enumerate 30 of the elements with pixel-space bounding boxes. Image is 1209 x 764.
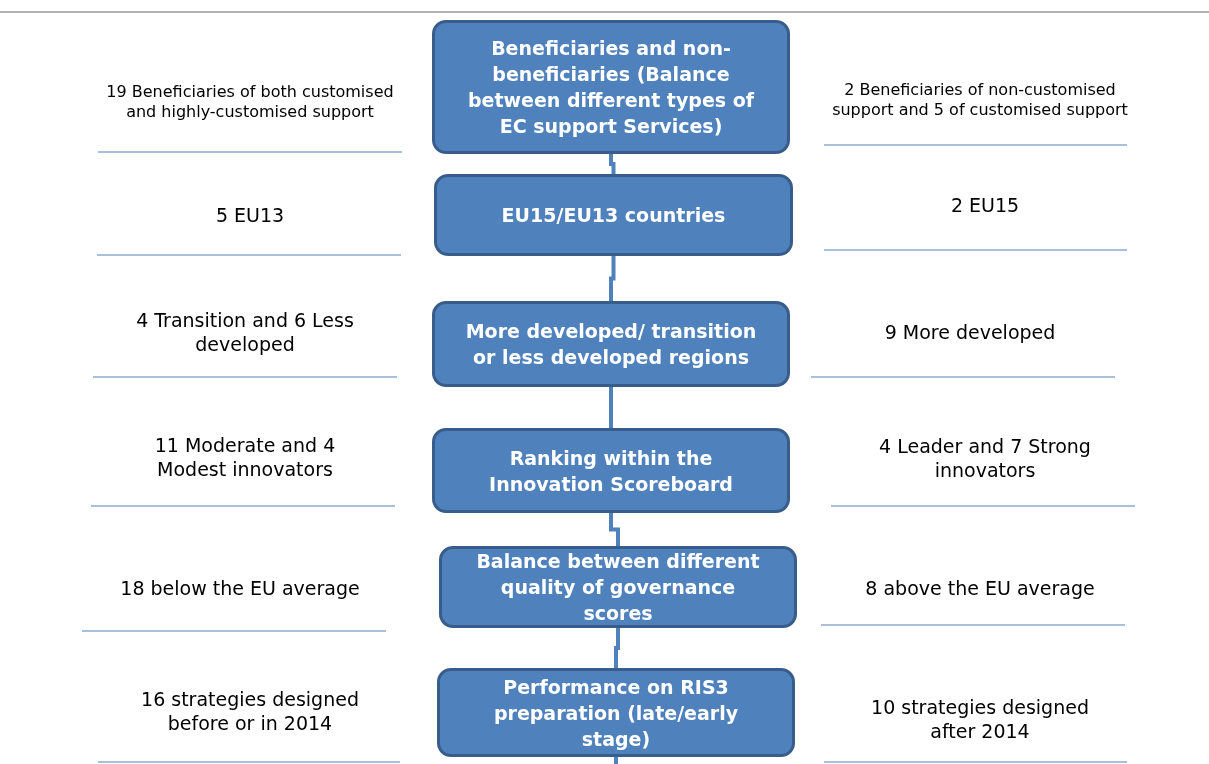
row-label: 10 strategies designed after 2014: [870, 695, 1090, 744]
row-label: 5 EU13: [214, 203, 286, 228]
row-label: 2 Beneficiaries of non-customised support and 5 of customised support: [831, 79, 1129, 121]
row-label: 9 More developed: [883, 320, 1057, 345]
connector-line: [609, 513, 620, 546]
row-label: 4 Leader and 7 Strong innovators: [878, 434, 1092, 483]
process-box: [437, 668, 795, 757]
row-label: 18 below the EU average: [119, 576, 361, 601]
process-box: [432, 20, 790, 154]
row-label: 16 strategies designed before or in 2014: [140, 687, 360, 736]
process-box: [439, 546, 797, 628]
connector-line: [609, 387, 613, 428]
row-label: 11 Moderate and 4 Modest innovators: [153, 433, 337, 482]
connector-line: [609, 256, 616, 301]
connector-line: [614, 628, 620, 668]
row-label: 4 Transition and 6 Less developed: [135, 308, 355, 357]
connector-line: [609, 154, 616, 174]
box-text: Performance on RIS3 preparation (late/early stage): [492, 674, 740, 752]
process-box: [432, 428, 790, 513]
row-label: 19 Beneficiaries of both customised and highly-customised support: [105, 81, 395, 123]
box-text: Beneficiaries and non-beneficiaries (Balance between different types of EC support Services): [466, 36, 756, 139]
row-label: 8 above the EU average: [864, 576, 1096, 601]
row-label: 2 EU15: [949, 193, 1021, 218]
process-box: [432, 301, 790, 387]
box-text: EU15/EU13 countries: [501, 203, 726, 228]
process-box: [434, 174, 793, 256]
box-text: Balance between different quality of governance scores: [475, 549, 761, 626]
box-text: More developed/ transition or less developed regions: [465, 319, 757, 370]
box-text: Ranking within the Innovation Scoreboard: [488, 445, 734, 497]
connector-line: [614, 757, 618, 764]
